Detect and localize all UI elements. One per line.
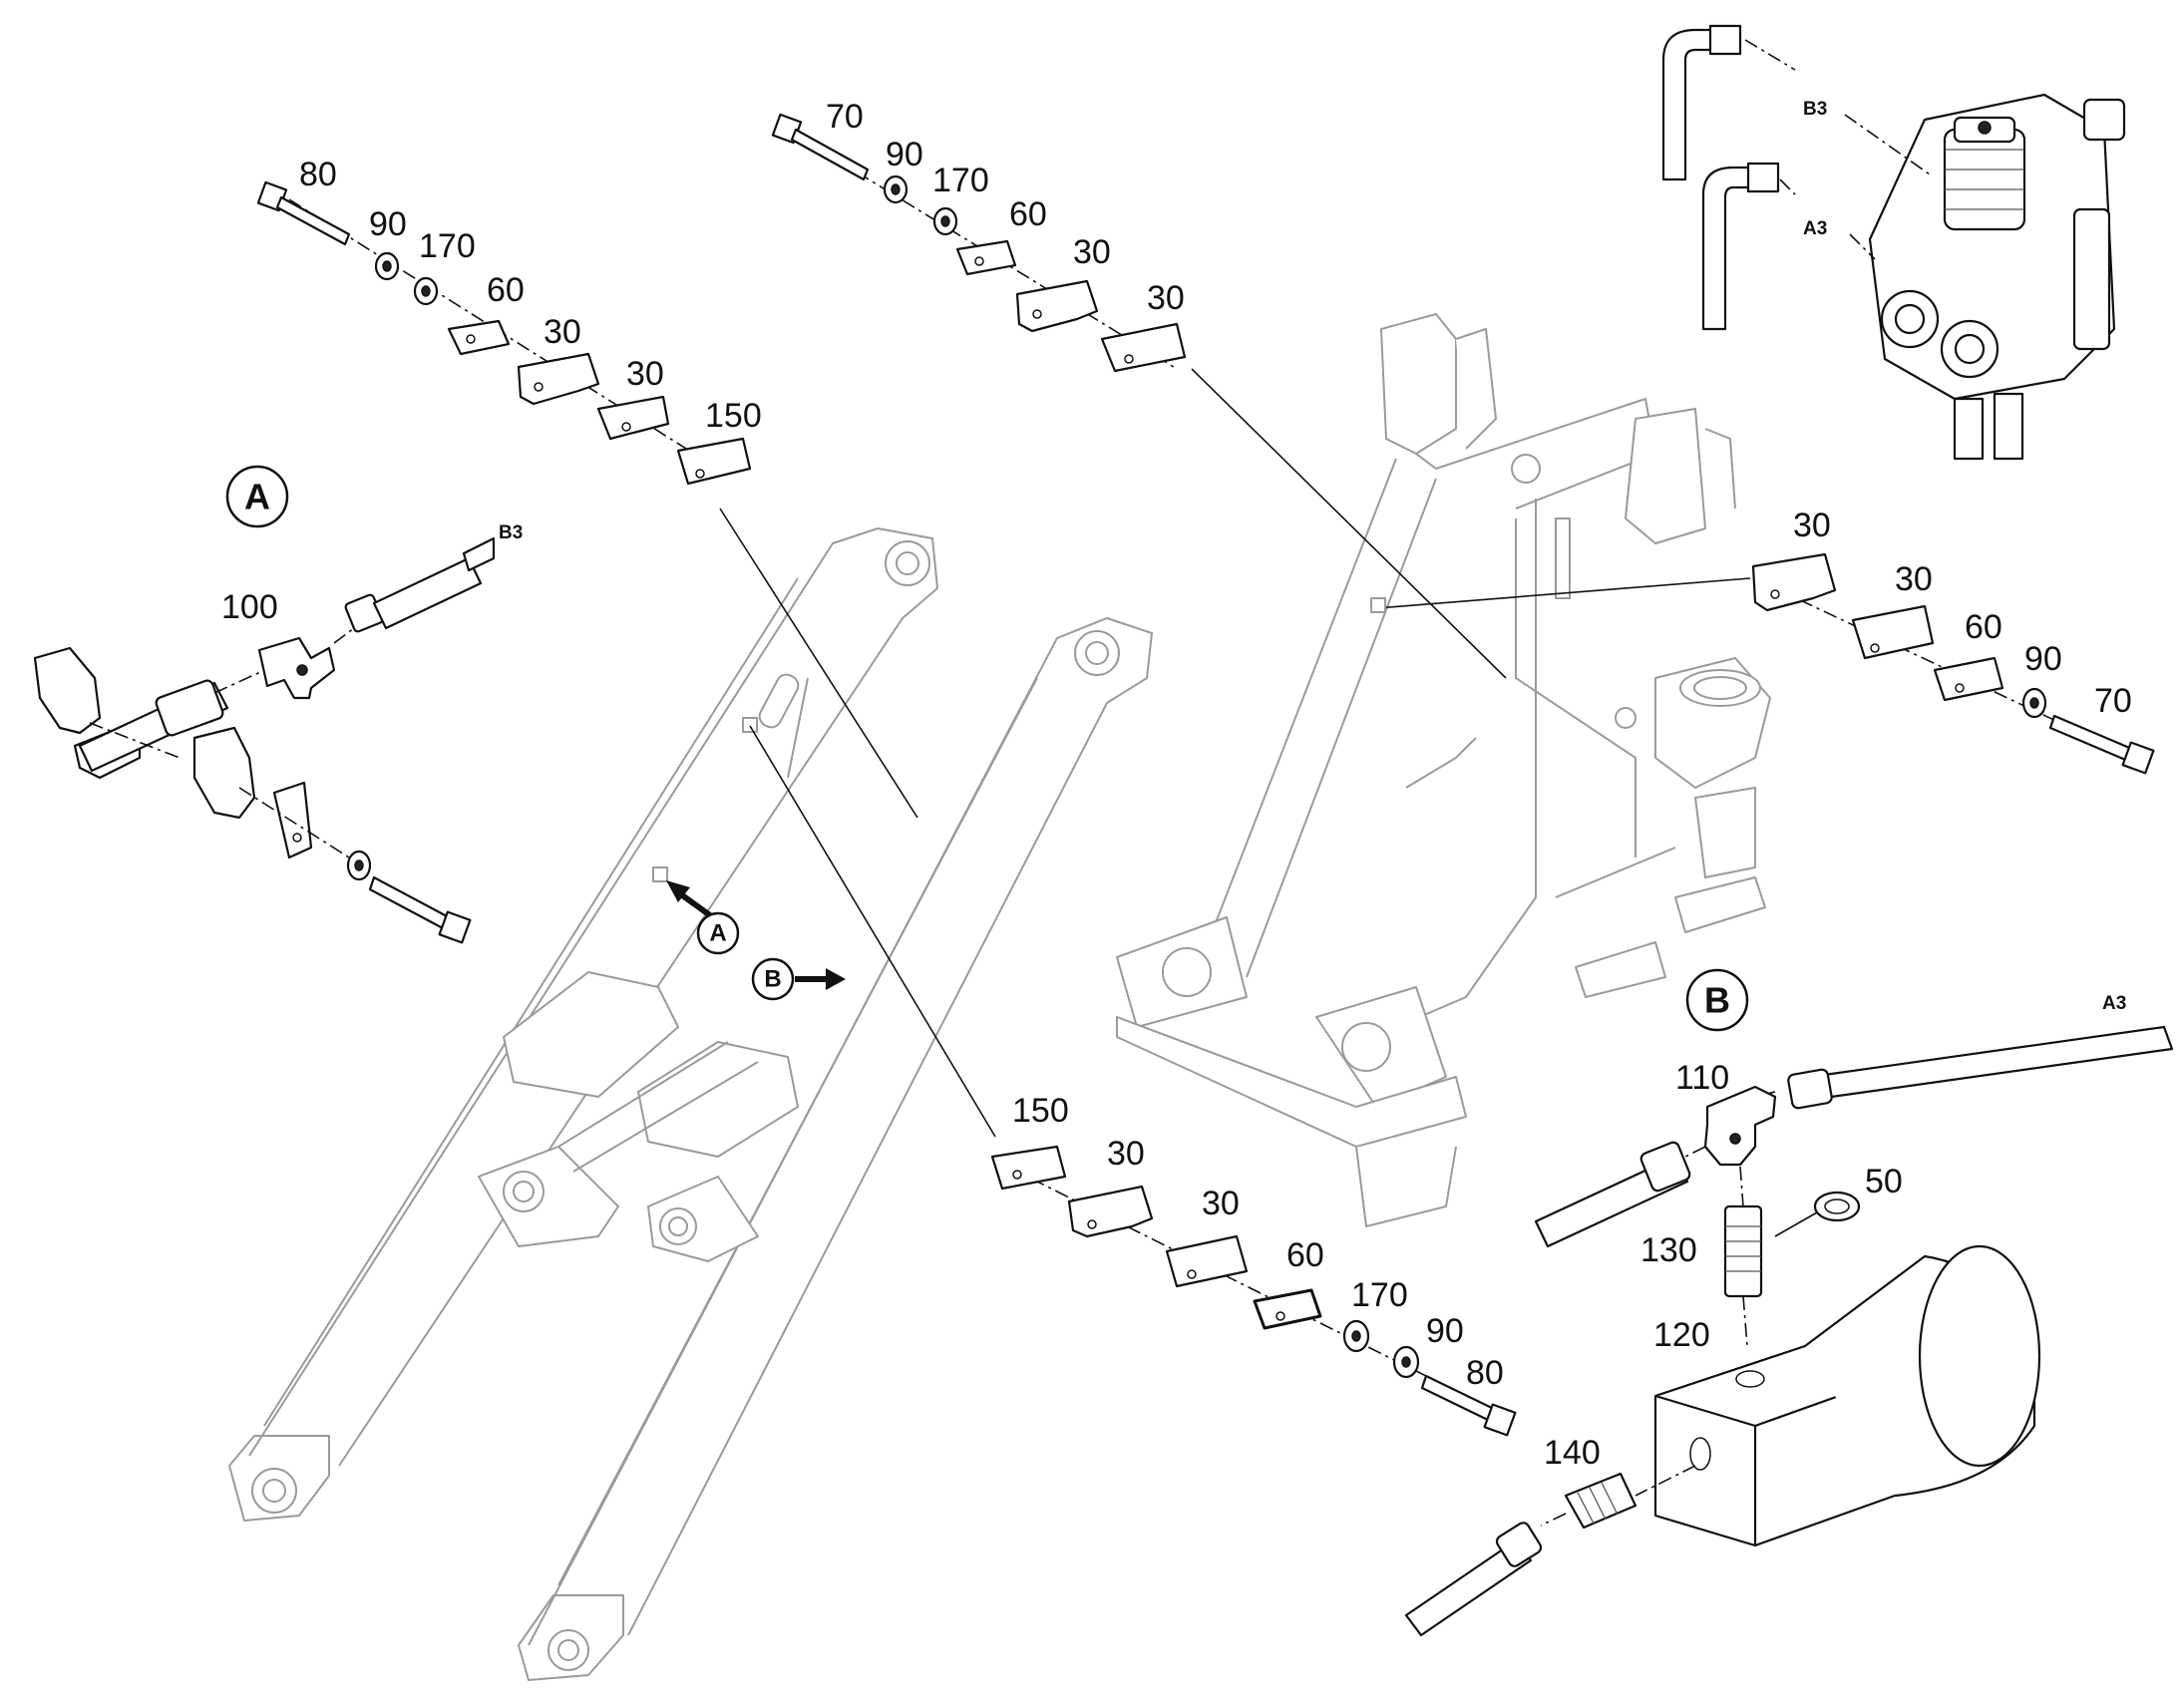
- leader-tl-spacer: [719, 508, 918, 819]
- label-b-seal: 50: [1865, 1163, 1903, 1200]
- leader-tc-clamp: [1191, 368, 1507, 679]
- fastener-group-right: [1751, 552, 2155, 775]
- label-tc-ring: 170: [932, 162, 989, 199]
- loader-frame: [1116, 313, 1771, 1227]
- label-b-washer: 90: [1426, 1312, 1464, 1350]
- label-b-clamp-1: 30: [1107, 1135, 1145, 1173]
- label-b3-top: B3: [1803, 99, 1827, 120]
- label-b3-left: B3: [499, 522, 523, 543]
- callout-a-small: A: [666, 880, 740, 955]
- line-b3-top-2: [1844, 114, 1931, 175]
- line-a3-top: [1779, 178, 1796, 195]
- label-tl-clamp-2: 30: [626, 355, 664, 393]
- callout-b-small: B: [751, 957, 846, 1001]
- detail-b-assembly: [1404, 1025, 2174, 1637]
- line-b3-top: [1744, 39, 1796, 71]
- callout-b-big-letter: B: [1704, 980, 1730, 1021]
- label-b-block: 120: [1653, 1316, 1710, 1354]
- label-b-adapter: 130: [1640, 1231, 1697, 1269]
- label-r-clamp-2: 30: [1895, 560, 1933, 598]
- callout-b-small-letter: B: [764, 966, 781, 993]
- label-tl-ring: 170: [419, 227, 476, 265]
- callout-a-big: A: [225, 465, 289, 528]
- label-tl-clamp-1: 30: [544, 313, 581, 351]
- label-tl-spacer: 150: [705, 397, 762, 435]
- label-tl-washer: 90: [369, 205, 407, 243]
- callout-a-small-letter: A: [709, 920, 726, 947]
- label-b-spacer: 150: [1012, 1092, 1069, 1130]
- control-valve: [1868, 93, 2126, 461]
- label-tc-clamp-1: 30: [1073, 233, 1111, 271]
- leader-r-clamp: [1375, 577, 1751, 609]
- callout-b-big: B: [1685, 968, 1749, 1032]
- fastener-group-top-left: [256, 180, 752, 486]
- label-tc-bolt: 70: [826, 98, 864, 136]
- label-a3-right: A3: [2102, 993, 2126, 1014]
- label-tl-plate: 60: [487, 271, 525, 309]
- label-a3-top: A3: [1803, 218, 1827, 239]
- hose-a3-top: [1701, 162, 1780, 331]
- detail-a-assembly: [33, 536, 496, 944]
- label-r-plate: 60: [1965, 608, 2002, 646]
- label-r-washer: 90: [2024, 640, 2062, 678]
- lift-arm-frame: [228, 526, 1154, 1681]
- leader-b-spacer: [749, 725, 996, 1138]
- label-tc-plate: 60: [1009, 195, 1047, 233]
- label-r-clamp-1: 30: [1793, 507, 1831, 544]
- label-tl-bolt: 80: [299, 156, 337, 193]
- line-a3-top-2: [1849, 233, 1876, 260]
- label-b-fitting: 140: [1544, 1434, 1601, 1472]
- label-tc-washer: 90: [886, 136, 923, 173]
- label-b-ring: 170: [1351, 1276, 1408, 1314]
- label-r-bolt: 70: [2094, 682, 2132, 720]
- hose-b3-top: [1661, 24, 1742, 181]
- fastener-group-bottom: [990, 1145, 1517, 1437]
- label-b-clamp-2: 30: [1202, 1185, 1240, 1222]
- label-tc-clamp-2: 30: [1147, 279, 1185, 317]
- label-b-bolt: 80: [1466, 1354, 1504, 1392]
- label-b-plate: 60: [1286, 1236, 1324, 1274]
- label-a-tee: 100: [221, 588, 278, 626]
- label-b-tee: 110: [1675, 1059, 1729, 1097]
- callout-a-big-letter: A: [244, 477, 270, 517]
- fastener-group-top-center: [771, 113, 1187, 373]
